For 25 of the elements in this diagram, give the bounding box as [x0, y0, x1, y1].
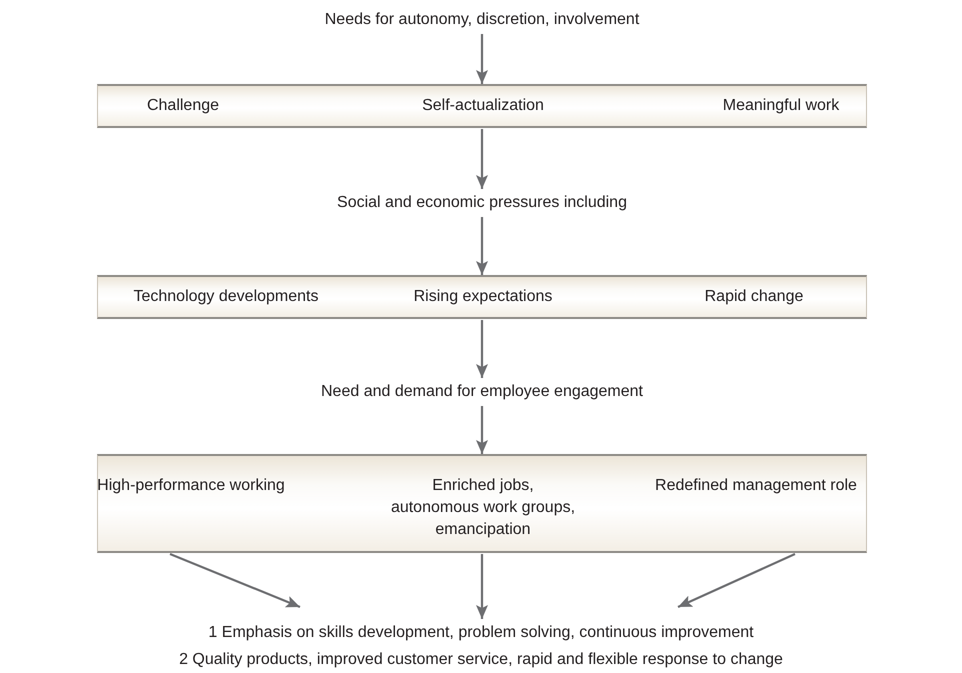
flow-text: Social and economic pressures including: [250, 189, 714, 216]
factor-label: Self-actualization: [421, 96, 545, 116]
arrow: [170, 552, 300, 608]
factor-band: [97, 84, 867, 128]
flow-text: Needs for autonomy, discretion, involvement: [250, 6, 714, 33]
arrow: [678, 553, 796, 608]
factor-label: High-performance working: [96, 476, 286, 496]
outcome-text: 1 Emphasis on skills development, problem solving, continuous improvement: [207, 623, 755, 643]
arrow: [476, 34, 488, 84]
outcome-text: 2 Quality products, improved customer service, rapid and flexible response to change: [178, 650, 784, 670]
factor-label: Rapid change: [704, 287, 804, 307]
factor-band: [97, 454, 867, 553]
arrow: [476, 129, 488, 189]
factor-label: Redefined management role: [654, 476, 858, 496]
factor-label: Technology developments: [132, 287, 320, 307]
factor-label: Challenge: [146, 96, 220, 116]
factor-label: Meaningful work: [722, 96, 840, 116]
arrow: [476, 217, 488, 275]
factor-band: [97, 275, 867, 319]
arrow: [476, 406, 488, 454]
arrow: [476, 554, 488, 619]
arrow: [476, 320, 488, 378]
factor-label: Enriched jobs, autonomous work groups, emancipation: [390, 476, 576, 540]
flow-text: Need and demand for employee engagement: [250, 378, 714, 405]
factor-label: Rising expectations: [412, 287, 554, 307]
